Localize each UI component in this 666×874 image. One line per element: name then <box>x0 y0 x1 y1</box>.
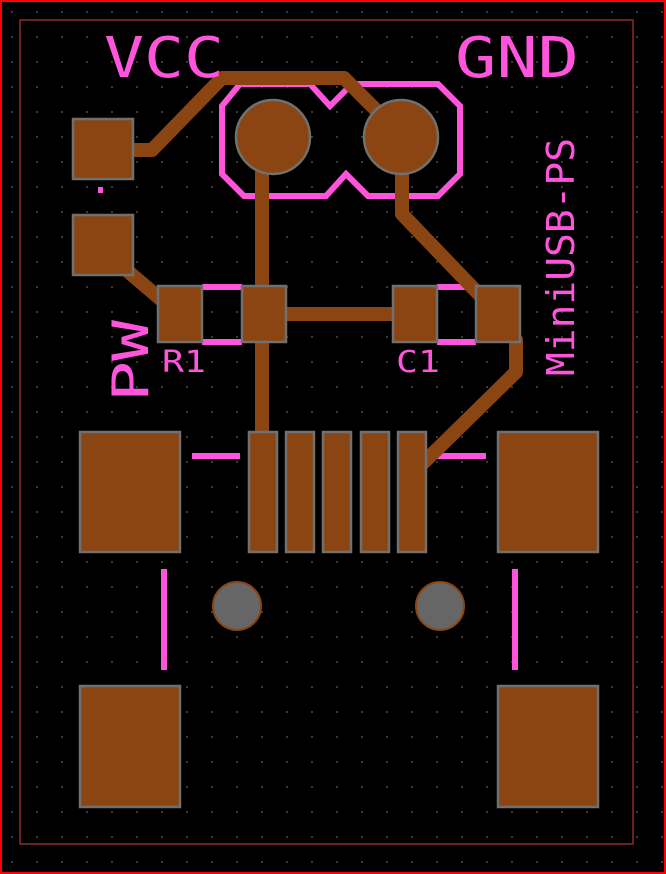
pad-r1-2 <box>240 284 288 344</box>
pad-led-1 <box>71 117 135 181</box>
pad-usb-shield-bottom-right <box>496 684 600 809</box>
label-pw: PW <box>102 319 160 402</box>
pad-c1-2 <box>474 284 522 344</box>
trace-vcc-top <box>123 71 383 157</box>
pad-gnd <box>362 98 440 176</box>
pad-c1-1 <box>391 284 439 344</box>
pad-usb-shield-top-right <box>496 430 600 554</box>
copper-pads <box>71 98 600 809</box>
led-polarity-mark <box>98 187 103 193</box>
pad-usb-pin-4 <box>359 430 391 554</box>
mounting-hole-left <box>212 581 262 631</box>
mounting-holes <box>212 581 465 631</box>
header-outline <box>219 81 463 199</box>
pad-r1-1 <box>156 284 204 344</box>
pad-usb-shield-top-left <box>78 430 182 554</box>
label-board-title: MiniUSB-PS <box>539 138 583 376</box>
pad-led-2 <box>71 213 135 277</box>
mounting-hole-right <box>415 581 465 631</box>
label-vcc: VCC <box>104 26 224 91</box>
label-c1: C1 <box>396 345 440 380</box>
label-r1: R1 <box>162 345 206 380</box>
board-outline <box>19 19 634 845</box>
pad-usb-pin-3 <box>321 430 353 554</box>
pad-usb-pin-1 <box>247 430 279 554</box>
pad-usb-pin-5 <box>396 430 428 554</box>
pad-usb-shield-bottom-left <box>78 684 182 809</box>
label-gnd: GND <box>455 26 579 91</box>
pad-usb-pin-2 <box>284 430 316 554</box>
pad-vcc <box>234 98 312 176</box>
